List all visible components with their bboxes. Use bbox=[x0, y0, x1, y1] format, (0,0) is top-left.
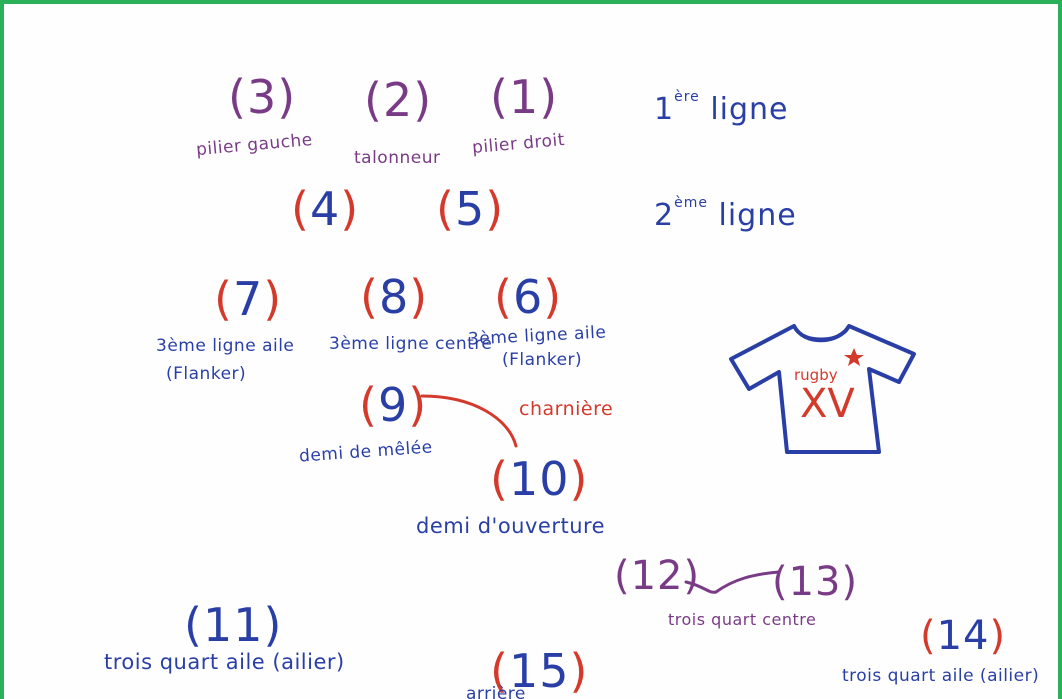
position-3-number: 3 bbox=[246, 70, 278, 124]
position-11-label: trois quart aile (ailier) bbox=[104, 650, 345, 674]
drawing-layer bbox=[420, 324, 916, 594]
position-7: (7) bbox=[214, 272, 283, 326]
row-first-line-word: ligne bbox=[710, 92, 789, 127]
position-2: (2) bbox=[364, 73, 433, 127]
position-15-number: 15 bbox=[508, 644, 570, 698]
position-3: (3) bbox=[228, 70, 297, 124]
position-11-number: 11 bbox=[202, 598, 264, 652]
row-first-line-number: 1 bbox=[654, 92, 675, 127]
position-9: (9) bbox=[359, 378, 428, 432]
centres-connector bbox=[684, 570, 781, 594]
position-6-label-line2: (Flanker) bbox=[502, 350, 583, 370]
centres-label: trois quart centre bbox=[668, 610, 817, 629]
position-7-label-line2: (Flanker) bbox=[166, 364, 247, 384]
row-first-line-sup: ère bbox=[674, 89, 700, 105]
rugby-shirt-icon bbox=[729, 324, 916, 454]
position-9-number: 9 bbox=[377, 378, 409, 432]
position-14-number: 14 bbox=[936, 613, 990, 659]
position-10-label: demi d'ouverture bbox=[416, 514, 606, 538]
position-4-number: 4 bbox=[309, 182, 341, 236]
position-12: (12) bbox=[614, 553, 701, 599]
position-11: (11) bbox=[184, 598, 283, 652]
charniere-arc bbox=[420, 394, 518, 448]
position-10: (10) bbox=[490, 452, 589, 506]
position-5-number: 5 bbox=[454, 182, 486, 236]
position-8-label: 3ème ligne centre bbox=[329, 334, 493, 354]
shirt-star-icon bbox=[844, 348, 864, 366]
position-2-number: 2 bbox=[382, 73, 414, 127]
position-8: (8) bbox=[360, 270, 429, 324]
row-second-line-number: 2 bbox=[654, 198, 675, 233]
position-4: (4) bbox=[291, 182, 360, 236]
position-14: (14) bbox=[920, 613, 1007, 659]
position-7-label-line1: 3ème ligne aile bbox=[156, 336, 295, 356]
row-label-first-line: 1ère ligne bbox=[654, 90, 789, 125]
position-13: (13) bbox=[772, 559, 859, 605]
position-15-label: arrière bbox=[466, 684, 526, 699]
position-14-label: trois quart aile (ailier) bbox=[842, 666, 1040, 686]
row-second-line-sup: ème bbox=[674, 195, 708, 211]
position-2-label: talonneur bbox=[354, 148, 441, 168]
charniere-label: charnière bbox=[519, 398, 614, 420]
shirt-code: XV bbox=[800, 381, 855, 427]
row-second-line-word: ligne bbox=[718, 198, 797, 233]
position-1: (1) bbox=[490, 70, 559, 124]
position-1-number: 1 bbox=[508, 70, 540, 124]
position-10-number: 10 bbox=[508, 452, 570, 506]
shirt-brand: rugby bbox=[794, 366, 838, 384]
position-13-number: 13 bbox=[788, 559, 842, 605]
position-8-number: 8 bbox=[378, 270, 410, 324]
position-6: (6) bbox=[494, 270, 563, 324]
position-5: (5) bbox=[436, 182, 505, 236]
position-15: (15) bbox=[490, 644, 589, 698]
position-7-number: 7 bbox=[232, 272, 264, 326]
row-label-second-line: 2ème ligne bbox=[654, 196, 797, 231]
position-12-number: 12 bbox=[630, 553, 684, 599]
position-6-number: 6 bbox=[512, 270, 544, 324]
